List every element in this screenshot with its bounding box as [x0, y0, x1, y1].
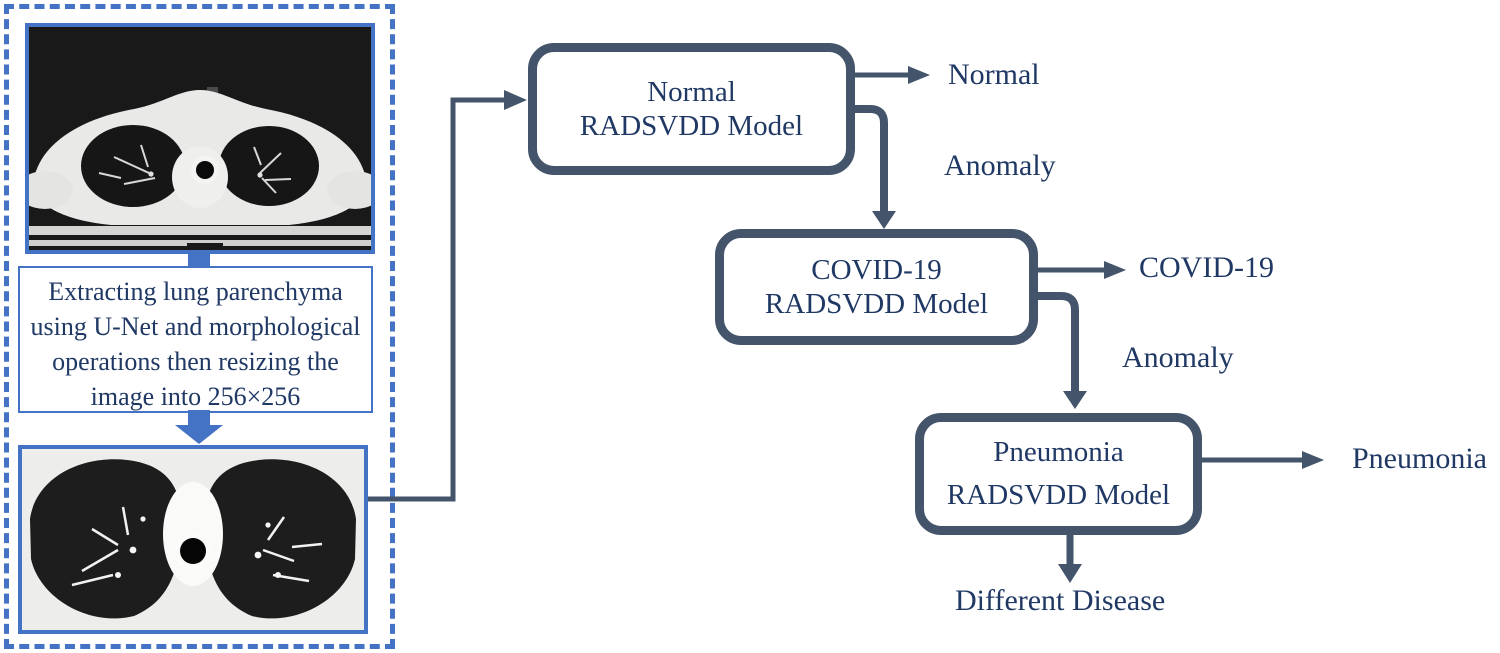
- caption-line-4: image into 256×256: [90, 382, 301, 411]
- arrowhead-right-icon: [1104, 261, 1126, 279]
- node-title-line-1: COVID-19: [811, 254, 942, 286]
- chest-ct-original-drawing: [29, 27, 371, 250]
- arrowhead-right-icon: [504, 90, 527, 110]
- lung-parenchyma-image: [18, 445, 368, 634]
- node-title-line-2: RADSVDD Model: [579, 110, 804, 142]
- edge-label-anomaly-2: Anomaly: [1122, 341, 1234, 374]
- connector-pneumonia-to-different-disease: [1058, 534, 1082, 583]
- vessel-dot: [148, 171, 154, 177]
- right-shoulder: [327, 171, 371, 209]
- output-label-normal: Normal: [948, 58, 1040, 91]
- trachea: [180, 538, 206, 564]
- table-notch: [187, 243, 223, 249]
- arrowhead-down-icon: [1063, 391, 1087, 409]
- left-shoulder: [29, 171, 73, 209]
- node-title-line-2: RADSVDD Model: [946, 479, 1171, 511]
- lung-parenchyma-drawing: [22, 449, 364, 630]
- vessel-dot: [257, 172, 263, 178]
- lung-vessels: [98, 144, 292, 194]
- connector-covid-to-pneumonia: [1038, 292, 1087, 409]
- right-lung: [204, 459, 356, 619]
- left-lung: [30, 459, 182, 619]
- output-label-different-disease: Different Disease: [955, 584, 1166, 617]
- node-title-line-1: Normal: [647, 76, 736, 108]
- connector-normal-to-covid: [855, 105, 896, 229]
- caption-line-3: operations then resizing the: [52, 347, 339, 376]
- node-title-line-2: RADSVDD Model: [764, 288, 989, 320]
- trachea: [196, 161, 214, 179]
- preprocessing-caption-box: Extracting lung parenchyma using U-Net a…: [18, 266, 373, 413]
- edge-label-anomaly-1: Anomaly: [944, 149, 1056, 182]
- connector-normal-output: [855, 66, 930, 84]
- arrowhead-right-icon: [908, 66, 930, 84]
- covid19-radsvdd-model-node: COVID-19 RADSVDD Model: [715, 229, 1038, 345]
- arrowhead-down-icon: [872, 211, 896, 229]
- arrowhead-down-icon: [1058, 564, 1082, 583]
- lung-vessels: [71, 506, 323, 587]
- output-label-covid19: COVID-19: [1139, 251, 1274, 284]
- caption-line-1: Extracting lung parenchyma: [48, 277, 343, 306]
- caption-line-2: using U-Net and morphological: [30, 312, 361, 341]
- output-label-pneumonia: Pneumonia: [1352, 442, 1487, 475]
- normal-radsvdd-model-node: Normal RADSVDD Model: [528, 43, 855, 175]
- trachea-ring: [173, 531, 213, 571]
- scanner-table-band: [29, 226, 371, 235]
- pneumonia-radsvdd-model-node: Pneumonia RADSVDD Model: [915, 413, 1202, 535]
- arrowhead-right-icon: [1302, 451, 1324, 469]
- chest-ct-original-image: [25, 23, 375, 254]
- connector-covid-output: [1038, 261, 1126, 279]
- trachea-ring: [191, 156, 219, 184]
- node-title-line-1: Pneumonia: [993, 436, 1124, 468]
- connector-pneumonia-output: [1202, 451, 1324, 469]
- vessel-dots: [115, 516, 281, 578]
- right-lung: [219, 126, 319, 206]
